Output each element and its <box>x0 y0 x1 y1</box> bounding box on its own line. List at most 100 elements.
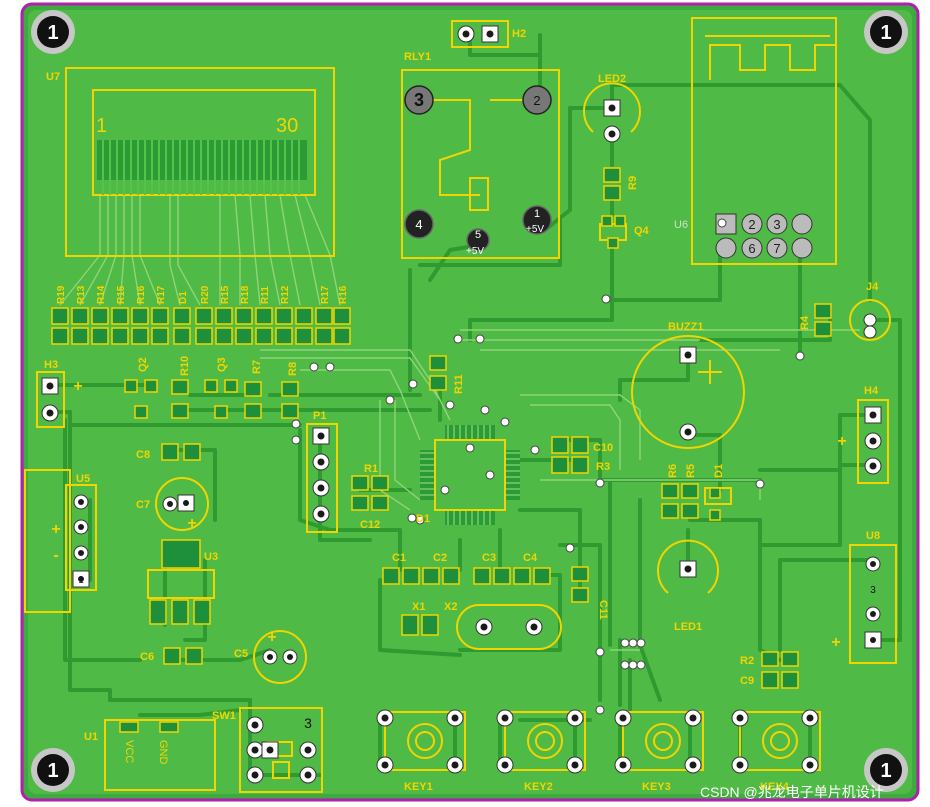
label-c7: C7 <box>136 499 150 511</box>
relay-pin-2: 2 <box>533 93 540 108</box>
label-key1: KEY1 <box>404 781 433 793</box>
label-u7: U7 <box>46 71 60 83</box>
label-u6: U6 <box>674 219 688 231</box>
plus-c5: + <box>267 629 276 646</box>
u6-pin-6: 6 <box>748 241 755 256</box>
label-rly1: RLY1 <box>404 51 431 63</box>
u6-pin-2: 2 <box>748 217 755 232</box>
label-c2: C2 <box>433 552 447 564</box>
relay-pads <box>404 85 552 252</box>
th-drill-holes <box>46 30 877 779</box>
label-r17: R17 <box>156 285 167 304</box>
label-c1: C1 <box>392 552 406 564</box>
label-r17b: R17 <box>320 285 331 304</box>
label-h4: H4 <box>864 385 879 397</box>
label-r3: R3 <box>596 461 610 473</box>
mounting-holes <box>31 10 908 792</box>
label-q4: Q4 <box>634 225 650 237</box>
label-r15: R15 <box>116 285 127 304</box>
label-h2: H2 <box>512 28 526 40</box>
label-c5: C5 <box>234 648 248 660</box>
u7-fpc-lines <box>102 140 300 195</box>
label-led1: LED1 <box>674 621 702 633</box>
label-r12: R12 <box>280 285 291 304</box>
square-pad-holes <box>46 30 877 754</box>
label-r2: R2 <box>740 655 754 667</box>
label-r13: R13 <box>76 285 87 304</box>
relay-pin-4: 4 <box>415 217 422 232</box>
label-q3: Q3 <box>216 357 228 372</box>
label-c12: C12 <box>360 519 380 531</box>
label-r16b: R16 <box>338 285 349 304</box>
label-gnd: GND <box>157 740 169 765</box>
label-r18: R18 <box>240 285 251 304</box>
mcu-pin-lines <box>420 425 520 525</box>
watermark: CSDN @兆龙电子单片机设计 <box>700 784 884 800</box>
label-r11b: R11 <box>260 286 271 304</box>
u8-pin-3: 3 <box>870 585 876 596</box>
mcu-pins <box>420 425 520 525</box>
label-plus5v-1: +5V <box>466 246 484 257</box>
th-pads <box>41 25 882 784</box>
label-c4: C4 <box>523 552 538 564</box>
label-r10: R10 <box>179 356 191 376</box>
label-c3: C3 <box>482 552 496 564</box>
label-u7-pin1: 1 <box>96 115 107 137</box>
label-r8: R8 <box>287 362 299 376</box>
label-r5: R5 <box>685 464 697 478</box>
label-sw1: SW1 <box>212 710 236 722</box>
label-c11: C11 <box>597 600 609 620</box>
minus-u5: - <box>53 547 58 564</box>
label-c9: C9 <box>740 675 754 687</box>
label-p1: P1 <box>313 410 326 422</box>
label-plus5v-2: +5V <box>526 224 544 235</box>
label-u3: U3 <box>204 551 218 563</box>
u5-pin-1: 1 <box>78 575 84 586</box>
plus-u8: + <box>831 634 840 651</box>
u7-outline <box>65 67 335 257</box>
label-x1: X1 <box>412 601 425 613</box>
relay-pin-5: 5 <box>475 229 481 241</box>
plus-c7: + <box>187 515 196 532</box>
label-j4: J4 <box>866 281 879 293</box>
label-buzz1: BUZZ1 <box>668 321 703 333</box>
label-r9: R9 <box>627 176 639 190</box>
label-vcc: VCC <box>123 740 135 763</box>
label-r1: R1 <box>364 463 378 475</box>
corner-mark: 1 <box>880 22 891 44</box>
label-u8: U8 <box>866 530 880 542</box>
label-r7: R7 <box>251 360 263 374</box>
label-led2: LED2 <box>598 73 626 85</box>
u7-resistor-labels: R19 R13 R14 R15 R16 R17 D1 R20 R15 R18 R… <box>56 285 349 304</box>
label-r4: R4 <box>799 315 811 330</box>
label-d2: D1 <box>713 464 725 478</box>
vias <box>291 218 805 715</box>
buzz1-outline <box>631 335 745 449</box>
u6-pin-7: 7 <box>773 241 780 256</box>
plus-h3: + <box>73 378 82 395</box>
mounting-hole-labels: 1 1 1 1 <box>47 22 891 782</box>
relay-pin-1: 1 <box>534 208 540 220</box>
label-u1: U1 <box>84 731 98 743</box>
label-c10: C10 <box>593 442 613 454</box>
label-key4: KEY4 <box>760 781 790 793</box>
rly1-outline <box>401 69 560 259</box>
label-key2: KEY2 <box>524 781 553 793</box>
label-d1-array: D1 <box>178 291 189 304</box>
pad-numbers: 3 2 4 1 5 2 3 6 7 3 1 3 <box>78 90 876 731</box>
label-key3: KEY3 <box>642 781 671 793</box>
corner-mark: 1 <box>47 22 58 44</box>
label-u5: U5 <box>76 473 90 485</box>
label-c8: C8 <box>136 449 150 461</box>
label-r16: R16 <box>136 285 147 304</box>
label-h3: H3 <box>44 359 58 371</box>
label-d1: D1 <box>416 513 430 525</box>
label-r14: R14 <box>96 285 107 304</box>
label-q2: Q2 <box>137 357 149 372</box>
label-r15b: R15 <box>220 285 231 304</box>
polarity-marks: + + + - + + + <box>51 378 846 651</box>
relay-pin-3: 3 <box>414 90 424 110</box>
label-r20: R20 <box>200 285 211 304</box>
u7-window <box>92 89 316 196</box>
